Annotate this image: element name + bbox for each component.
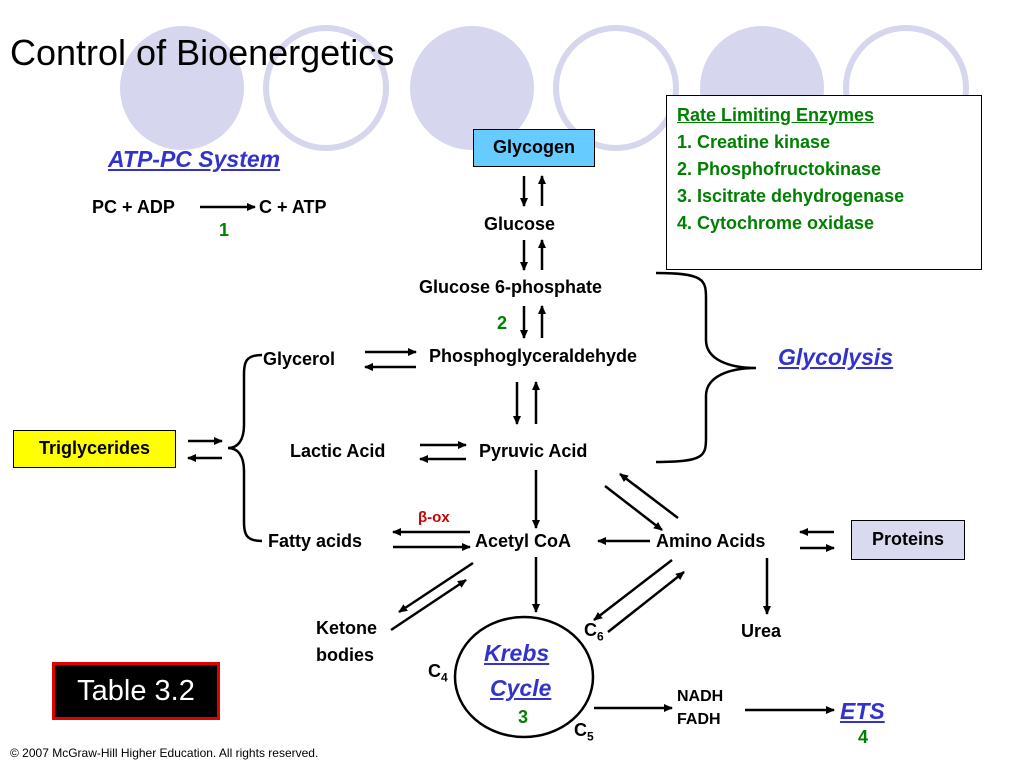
pfk-number: 2 xyxy=(497,313,508,333)
urea-label: Urea xyxy=(741,621,782,641)
deco-circle xyxy=(263,25,389,151)
enzyme-item: 2. Phosphofructokinase xyxy=(677,159,882,179)
fatty-acids-label: Fatty acids xyxy=(268,531,363,551)
rate-limiting-box: Rate Limiting Enzymes 1. Creatine kinase… xyxy=(666,95,982,270)
acetyl-coa-label: Acetyl CoA xyxy=(475,531,572,551)
c6-subscript: 6 xyxy=(597,629,604,644)
atp-pc-link[interactable]: ATP-PC System xyxy=(108,146,281,172)
glucose-label: Glucose xyxy=(484,214,556,234)
lactic-acid-label: Lactic Acid xyxy=(290,441,386,461)
deco-circle xyxy=(553,25,679,151)
amino-acids-label: Amino Acids xyxy=(656,531,766,551)
glycerol-label: Glycerol xyxy=(263,349,336,369)
bodies-label: bodies xyxy=(316,645,375,665)
table-label: Table 3.2 xyxy=(52,662,220,720)
enzyme-item: 3. Iscitrate dehydrogenase xyxy=(677,186,905,206)
ketone-label: Ketone xyxy=(316,618,378,638)
page-title: Control of Bioenergetics xyxy=(10,32,395,73)
atp-pc-right: C + ATP xyxy=(259,197,327,217)
c4-label: C4 xyxy=(428,661,448,685)
krebs-link[interactable]: Krebs xyxy=(484,640,550,666)
glycogen-box: Glycogen xyxy=(473,129,595,167)
nadh-label: NADH xyxy=(677,688,724,705)
triglycerides-box: Triglycerides xyxy=(13,430,176,468)
rate-limiting-header: Rate Limiting Enzymes xyxy=(677,105,875,125)
glucose-6-phosphate-label: Glucose 6-phosphate xyxy=(419,277,603,297)
atp-pc-number: 1 xyxy=(219,220,230,240)
c4-subscript: 4 xyxy=(441,670,448,685)
atp-pc-left: PC + ADP xyxy=(92,197,175,217)
pyruvic-acid-label: Pyruvic Acid xyxy=(479,441,588,461)
phosphoglyceraldehyde-label: Phosphoglyceraldehyde xyxy=(429,346,638,366)
deco-circle xyxy=(120,26,244,150)
fadh-label: FADH xyxy=(677,711,721,728)
enzyme-item: 4. Cytochrome oxidase xyxy=(677,213,875,233)
glycolysis-link[interactable]: Glycolysis xyxy=(778,344,894,370)
c6-letter: C xyxy=(584,620,597,640)
c5-label: C5 xyxy=(574,720,594,744)
c6-label: C6 xyxy=(584,620,604,644)
cycle-link[interactable]: Cycle xyxy=(490,675,552,701)
c4-letter: C xyxy=(428,661,441,681)
beta-oxidation-label: β-ox xyxy=(418,509,450,526)
deco-circle xyxy=(410,26,534,150)
c5-letter: C xyxy=(574,720,587,740)
ets-number: 4 xyxy=(858,727,869,747)
proteins-box: Proteins xyxy=(851,520,965,560)
c5-subscript: 5 xyxy=(587,729,594,744)
enzyme-item: 1. Creatine kinase xyxy=(677,132,831,152)
ets-link[interactable]: ETS xyxy=(840,698,885,724)
copyright-text: © 2007 McGraw-Hill Higher Education. All… xyxy=(10,746,319,760)
krebs-number: 3 xyxy=(518,707,529,727)
